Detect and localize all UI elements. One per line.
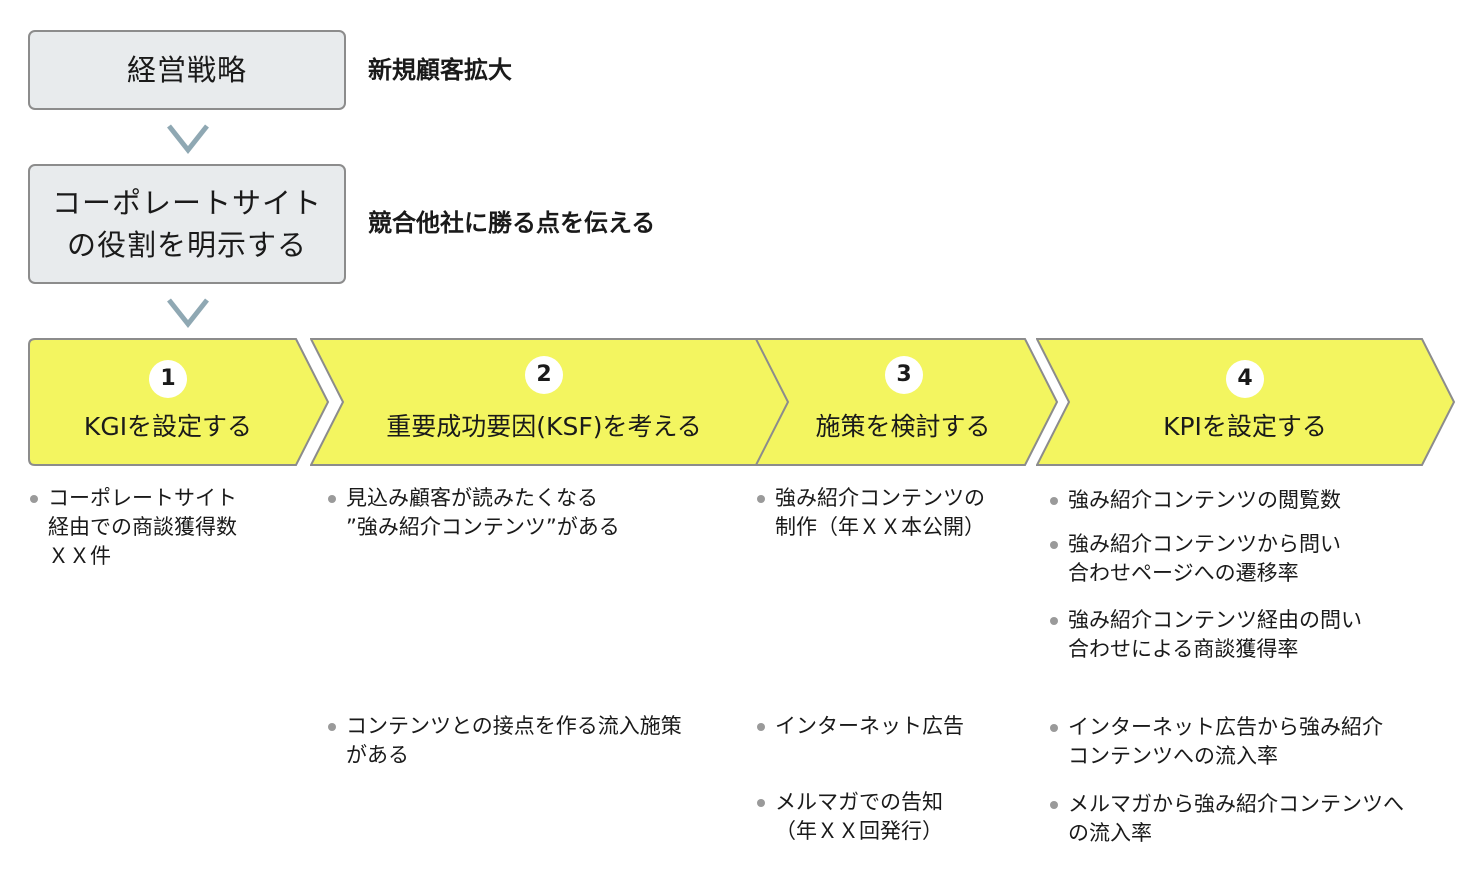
step-3-chevron: 3 施策を検討する bbox=[755, 338, 1059, 466]
ksf-bullet: 見込み顧客が読みたくなる ”強み紹介コンテンツ”がある bbox=[328, 484, 620, 542]
step-3-title: 施策を検討する bbox=[815, 412, 991, 441]
step-2-badge: 2 bbox=[525, 356, 563, 394]
bullet-dot-icon bbox=[1050, 497, 1058, 505]
kpi-bullet: メルマガから強み紹介コンテンツへ の流入率 bbox=[1050, 790, 1404, 848]
site-role-box: コーポレートサイト の役割を明示する bbox=[28, 164, 346, 284]
bullet-dot-icon bbox=[757, 495, 765, 503]
bullet-dot-icon bbox=[328, 495, 336, 503]
strategy-label: 経営戦略 bbox=[126, 53, 247, 87]
bullet-dot-icon bbox=[1050, 541, 1058, 549]
step-4-title: KPIを設定する bbox=[1163, 412, 1327, 441]
step-2-title: 重要成功要因(KSF)を考える bbox=[386, 412, 702, 441]
step-4-badge: 4 bbox=[1226, 360, 1264, 398]
kpi-bullet: 強み紹介コンテンツ経由の問い 合わせによる商談獲得率 bbox=[1050, 606, 1362, 664]
down-arrow-icon bbox=[167, 298, 209, 329]
bullet-dot-icon bbox=[328, 723, 336, 731]
ksf-bullet: コンテンツとの接点を作る流入施策 がある bbox=[328, 712, 682, 770]
bullet-dot-icon bbox=[1050, 617, 1058, 625]
step-1-chevron: 1 KGIを設定する bbox=[28, 338, 330, 466]
kgi-bullet: コーポレートサイト 経由での商談獲得数 ＸＸ件 bbox=[30, 484, 237, 571]
step-1-badge: 1 bbox=[149, 360, 187, 398]
site-role-label: コーポレートサイト の役割を明示する bbox=[51, 186, 322, 262]
step-3-badge: 3 bbox=[885, 356, 923, 394]
down-arrow-icon bbox=[167, 124, 209, 155]
measure-bullet: メルマガでの告知 （年ＸＸ回発行） bbox=[757, 788, 943, 846]
measure-bullet: インターネット広告 bbox=[757, 712, 964, 741]
strategy-box: 経営戦略 bbox=[28, 30, 346, 110]
bullet-dot-icon bbox=[757, 799, 765, 807]
bullet-dot-icon bbox=[30, 495, 38, 503]
strategy-note: 新規顧客拡大 bbox=[368, 56, 512, 84]
bullet-dot-icon bbox=[1050, 801, 1058, 809]
bullet-dot-icon bbox=[757, 723, 765, 731]
kpi-bullet: 強み紹介コンテンツから問い 合わせページへの遷移率 bbox=[1050, 530, 1341, 588]
site-role-note: 競合他社に勝る点を伝える bbox=[368, 209, 656, 237]
step-2-chevron: 2 重要成功要因(KSF)を考える bbox=[310, 338, 792, 466]
kpi-bullet: インターネット広告から強み紹介 コンテンツへの流入率 bbox=[1050, 713, 1383, 771]
bullet-dot-icon bbox=[1050, 724, 1058, 732]
step-4-chevron: 4 KPIを設定する bbox=[1036, 338, 1456, 466]
step-1-title: KGIを設定する bbox=[83, 412, 253, 441]
kpi-bullet: 強み紹介コンテンツの閲覧数 bbox=[1050, 486, 1341, 515]
measure-bullet: 強み紹介コンテンツの 制作（年ＸＸ本公開） bbox=[757, 484, 985, 542]
